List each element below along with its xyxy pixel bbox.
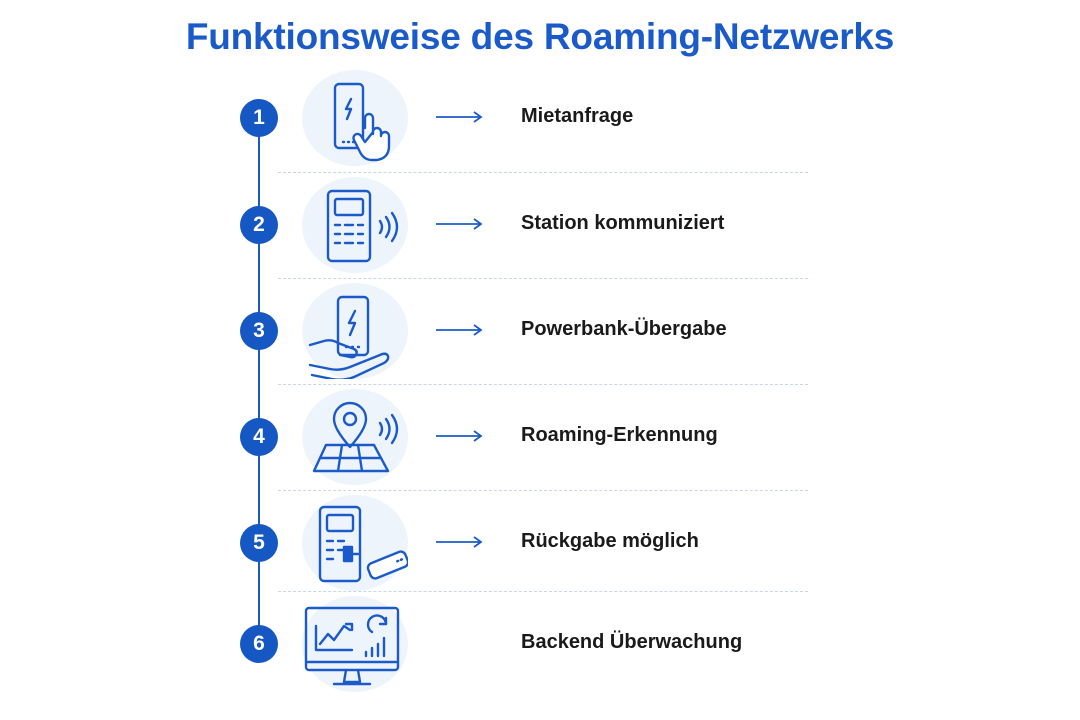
step-label: Backend Überwachung [521,631,743,653]
monitor-analytics-icon [302,596,408,692]
step-number-badge: 6 [240,625,278,663]
arrow-right-icon [436,111,483,123]
timeline-line [258,118,260,638]
step-2: 2 Station kommuniziert [0,172,1080,278]
step-label: Station kommuniziert [521,212,725,234]
step-label: Rückgabe möglich [521,530,699,552]
step-1: 1 Mietanfrage [0,65,1080,171]
station-signal-icon [302,177,408,273]
hand-powerbank-icon [302,283,408,379]
step-5: 5 Rückgabe möglich [0,490,1080,596]
step-divider [278,278,808,279]
step-divider [278,591,808,592]
map-pin-signal-icon [302,389,408,485]
arrow-right-icon [436,430,483,442]
station-return-icon [302,495,408,591]
step-divider [278,384,808,385]
step-6: 6 Backend Überwachung [0,591,1080,697]
step-number-badge: 5 [240,524,278,562]
arrow-right-icon [436,536,483,548]
step-number-badge: 2 [240,206,278,244]
step-label: Mietanfrage [521,105,634,127]
step-3: 3 Powerbank-Übergabe [0,278,1080,384]
step-label: Powerbank-Übergabe [521,318,727,340]
step-number-badge: 4 [240,418,278,456]
phone-tap-icon [302,70,408,166]
step-divider [278,490,808,491]
step-divider [278,172,808,173]
step-4: 4 Roaming-Erkennung [0,384,1080,490]
step-label: Roaming-Erkennung [521,424,718,446]
diagram-title: Funktionsweise des Roaming-Netzwerks [185,16,895,57]
arrow-right-icon [436,324,483,336]
arrow-right-icon [436,218,483,230]
step-number-badge: 3 [240,312,278,350]
step-number-badge: 1 [240,99,278,137]
